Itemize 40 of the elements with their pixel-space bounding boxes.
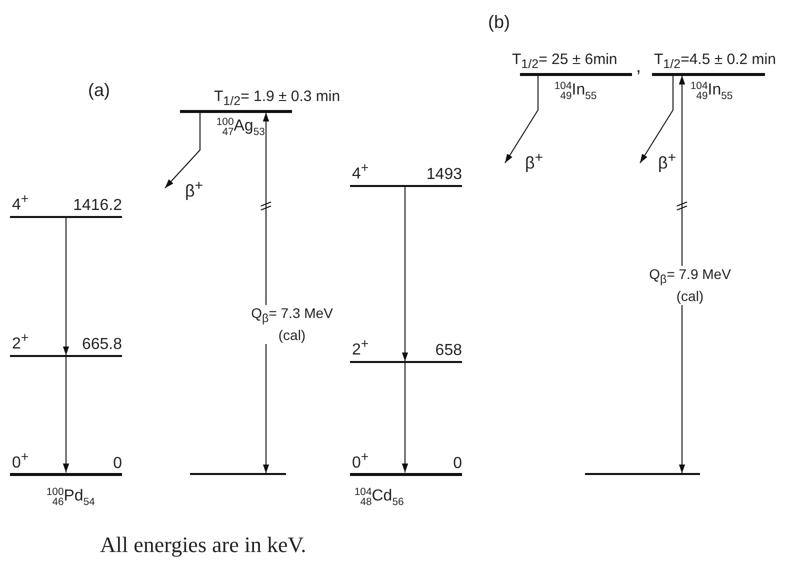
energy-level	[350, 450, 462, 476]
edge-label: β$^{+}$	[525, 150, 544, 172]
energy-label: 1416.2	[73, 196, 122, 215]
half-life-label: T$_{1/2}$= 25 ± 6min	[512, 50, 618, 72]
half-life-label: T$_{1/2}$=4.5 ± 0.2 min	[654, 50, 776, 72]
spin-parity-label: 2$^{+}$	[352, 335, 369, 360]
spin-parity-label: 4$^{+}$	[352, 159, 369, 184]
energy-label: 1493	[426, 166, 462, 184]
energy-level	[10, 194, 122, 218]
separator-comma: ,	[636, 56, 642, 77]
transition-arrow	[678, 75, 686, 474]
spin-parity-label: 0$^{+}$	[352, 448, 369, 472]
energy-level	[510, 50, 634, 76]
caption: All energies are in keV.	[100, 532, 306, 558]
energy-label: 665.8	[82, 336, 122, 354]
panel-label: (a)	[88, 80, 110, 101]
panel-label: (b)	[488, 12, 510, 33]
energy-label: 0	[113, 454, 122, 472]
transition-arrow	[62, 217, 70, 356]
energy-level	[350, 163, 462, 187]
transition-arrow	[402, 186, 408, 362]
energy-level	[350, 339, 462, 363]
edge-label: β$^{+}$	[658, 150, 676, 172]
ground-level-line	[190, 473, 286, 475]
energy-label: 658	[435, 342, 462, 360]
decay-arrow	[164, 112, 200, 188]
ground-level-line	[585, 473, 700, 475]
energy-level	[10, 450, 122, 476]
energy-label: 0	[453, 454, 462, 472]
decay-arrow	[640, 75, 674, 164]
transition-arrow	[402, 362, 408, 473]
spin-parity-label: 0$^{+}$	[12, 448, 29, 472]
energy-level	[10, 333, 122, 357]
transition-arrow	[62, 356, 70, 473]
decay-arrow	[504, 75, 538, 164]
spin-parity-label: 4$^{+}$	[12, 190, 29, 215]
half-life-label: T$_{1/2}$= 1.9 ± 0.3 min	[214, 88, 340, 110]
transition-arrow	[262, 112, 270, 474]
edge-label: β$^{+}$	[185, 178, 204, 200]
spin-parity-label: 2$^{+}$	[12, 329, 29, 354]
